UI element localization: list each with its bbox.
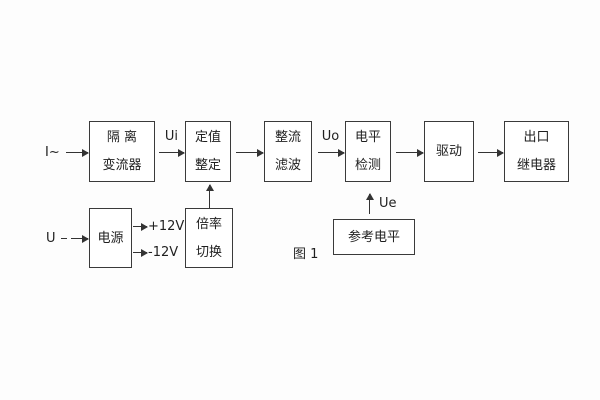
block-drive-label: 驱动 (435, 144, 462, 159)
arrow-level-to-drive (396, 148, 424, 157)
block-output-relay-line2: 继电器 (516, 158, 556, 173)
block-output-relay-line1: 出口 (523, 130, 550, 145)
input-voltage-label: U (46, 231, 56, 246)
block-output-relay: 出口 继电器 (504, 121, 569, 182)
block-level-detection: 电平 检测 (345, 121, 391, 182)
signal-uo-label: Uo (321, 129, 340, 144)
block-power-supply: 电源 (89, 208, 132, 268)
block-rectifier-filter-line2: 滤波 (274, 158, 301, 173)
arrow-input-voltage (71, 234, 89, 243)
minus-12v-label: -12V (148, 245, 179, 260)
block-ratio-switch-line1: 倍率 (195, 216, 222, 232)
arrow-reference-to-level (365, 193, 374, 214)
figure-caption: 图 1 (293, 247, 319, 262)
block-ratio-switch-line2: 切换 (195, 244, 222, 260)
block-rectifier-filter: 整流 滤波 (264, 121, 312, 182)
block-setting-adjust-line1: 定值 (194, 130, 221, 145)
arrow-rectifier-to-level (318, 148, 345, 157)
arrow-ratio-to-setting (205, 184, 214, 208)
block-level-detection-line1: 电平 (354, 130, 381, 145)
signal-ui-label: Ui (164, 129, 179, 144)
block-isolation-transformer-line1: 隔 离 (106, 130, 138, 145)
block-reference-level: 参考电平 (333, 219, 415, 255)
plus-12v-label: +12V (148, 219, 185, 234)
block-level-detection-line2: 检测 (354, 158, 381, 173)
arrow-setting-to-rectifier (236, 148, 264, 157)
block-drive: 驱动 (424, 121, 474, 182)
arrow-drive-to-relay (478, 148, 504, 157)
block-reference-level-label: 参考电平 (347, 229, 400, 245)
block-setting-adjust: 定值 整定 (185, 121, 231, 182)
block-isolation-transformer-line2: 变流器 (102, 158, 142, 173)
block-rectifier-filter-line1: 整流 (274, 130, 301, 145)
input-current-label: I~ (45, 145, 60, 160)
block-power-supply-label: 电源 (97, 230, 124, 246)
block-ratio-switch: 倍率 切换 (185, 208, 233, 268)
arrow-plus-12v (133, 222, 148, 231)
block-setting-adjust-line2: 整定 (194, 158, 221, 173)
block-isolation-transformer: 隔 离 变流器 (89, 121, 155, 182)
arrow-minus-12v (133, 248, 148, 257)
arrow-isolation-to-setting (159, 148, 185, 157)
input-voltage-dash (61, 238, 67, 239)
signal-ue-label: Ue (379, 196, 397, 211)
arrow-input-current (66, 148, 89, 157)
